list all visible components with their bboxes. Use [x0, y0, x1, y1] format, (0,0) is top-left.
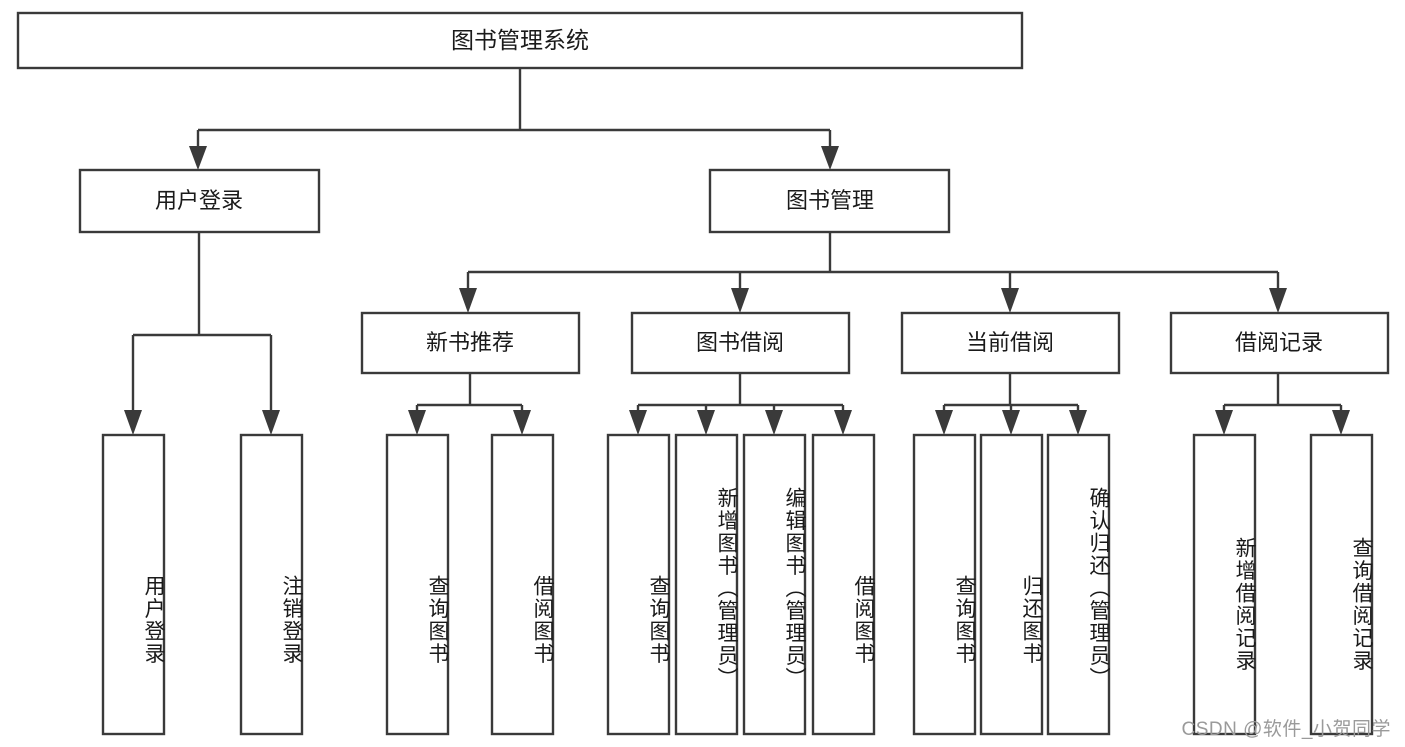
- arrow-head-book-borrow: [731, 288, 749, 313]
- leaf-label-new-book-2: 借阅图书: [531, 574, 554, 665]
- leaf-box-book-borrow-4[interactable]: [811, 433, 876, 736]
- arrow-head-leaf-1: [408, 410, 426, 435]
- arrow-head-leaf-1: [935, 410, 953, 435]
- arrow-head-borrow-record: [1269, 288, 1287, 313]
- node-label-root: 图书管理系统: [451, 27, 589, 53]
- leaf-box-current-borrow-2[interactable]: [979, 433, 1044, 736]
- connector-user-login-to-leaves: [124, 232, 280, 435]
- arrow-head-new-book: [459, 288, 477, 313]
- leaf-label-book-borrow-1: 查询图书: [647, 574, 670, 665]
- arrow-head-user-login: [189, 146, 207, 170]
- node-borrow-record[interactable]: 借阅记录: [1169, 311, 1390, 375]
- connector-current-borrow-to-leaves: [935, 373, 1087, 435]
- leaf-box-book-borrow-1[interactable]: [606, 433, 671, 736]
- leaf-box-borrow-record-1[interactable]: [1192, 433, 1257, 736]
- leaf-label-borrow-record-1: 新增借阅记录: [1233, 537, 1256, 672]
- leaf-label-book-borrow-2: 新增图书（管理员）: [715, 487, 738, 690]
- leaf-label-new-book-1: 查询图书: [426, 574, 449, 665]
- node-box: [900, 311, 1121, 375]
- leaf-label-book-borrow-3: 编辑图书（管理员）: [783, 487, 806, 690]
- leaf-label-current-borrow-2: 归还图书: [1020, 574, 1043, 665]
- node-box: [78, 168, 321, 234]
- leaf-box-current-borrow-1[interactable]: [912, 433, 977, 736]
- connector-borrow-record-to-leaves: [1215, 373, 1350, 435]
- node-book-management[interactable]: 图书管理: [708, 168, 951, 234]
- node-root-system[interactable]: 图书管理系统: [16, 11, 1024, 70]
- arrow-head-leaf-3: [765, 410, 783, 435]
- node-book-borrow[interactable]: 图书借阅: [630, 311, 851, 375]
- node-label-user-login: 用户登录: [155, 188, 243, 213]
- node-box: [708, 168, 951, 234]
- connector-book-mgmt-to-level3: [459, 232, 1287, 313]
- leaf-box-borrow-record-2[interactable]: [1309, 433, 1374, 736]
- node-new-book-recommend[interactable]: 新书推荐: [360, 311, 581, 375]
- leaf-box-user-login-2[interactable]: [239, 433, 304, 736]
- arrow-head-leaf-2: [697, 410, 715, 435]
- leaf-label-user-login-1: 用户登录: [142, 574, 165, 665]
- node-label-borrow-record: 借阅记录: [1235, 330, 1323, 355]
- node-box: [16, 11, 1024, 70]
- arrow-head-leaf-2: [513, 410, 531, 435]
- leaf-box-book-borrow-3[interactable]: [742, 433, 807, 736]
- arrow-head-leaf-2: [1002, 410, 1020, 435]
- node-box: [360, 311, 581, 375]
- leaf-box-book-borrow-2[interactable]: [674, 433, 739, 736]
- leaf-box-user-login-1[interactable]: [101, 433, 166, 736]
- leaf-box-current-borrow-3[interactable]: [1046, 433, 1111, 736]
- leaf-label-current-borrow-3: 确认归还（管理员）: [1087, 487, 1110, 690]
- arrow-head-current-borrow: [1001, 288, 1019, 313]
- arrow-head-book-mgmt: [821, 146, 839, 170]
- node-label-new-book-recommend: 新书推荐: [426, 330, 514, 355]
- node-box: [630, 311, 851, 375]
- watermark-text: CSDN @软件_小贺同学: [1181, 719, 1391, 740]
- connector-book-borrow-to-leaves: [629, 373, 852, 435]
- leaf-label-book-borrow-4: 借阅图书: [852, 574, 875, 665]
- arrow-head-leaf-2: [262, 410, 280, 435]
- node-box: [1169, 311, 1390, 375]
- arrow-head-leaf-2: [1332, 410, 1350, 435]
- arrow-head-leaf-1: [629, 410, 647, 435]
- leaf-box-new-book-1[interactable]: [385, 433, 450, 736]
- arrow-head-leaf-4: [834, 410, 852, 435]
- node-label-book-borrow: 图书借阅: [696, 330, 784, 355]
- arrow-head-leaf-3: [1069, 410, 1087, 435]
- leaf-label-borrow-record-2: 查询借阅记录: [1350, 537, 1373, 672]
- leaf-label-current-borrow-1: 查询图书: [953, 574, 976, 665]
- leaf-label-user-login-2: 注销登录: [280, 574, 303, 665]
- node-label-current-borrow: 当前借阅: [966, 330, 1054, 355]
- arrow-head-leaf-1: [1215, 410, 1233, 435]
- connector-new-book-to-leaves: [408, 373, 531, 435]
- node-label-book-management: 图书管理: [786, 188, 874, 213]
- node-current-borrow[interactable]: 当前借阅: [900, 311, 1121, 375]
- arrow-head-leaf-1: [124, 410, 142, 435]
- connector-root-to-level2: [189, 68, 839, 170]
- node-user-login[interactable]: 用户登录: [78, 168, 321, 234]
- leaf-box-new-book-2[interactable]: [490, 433, 555, 736]
